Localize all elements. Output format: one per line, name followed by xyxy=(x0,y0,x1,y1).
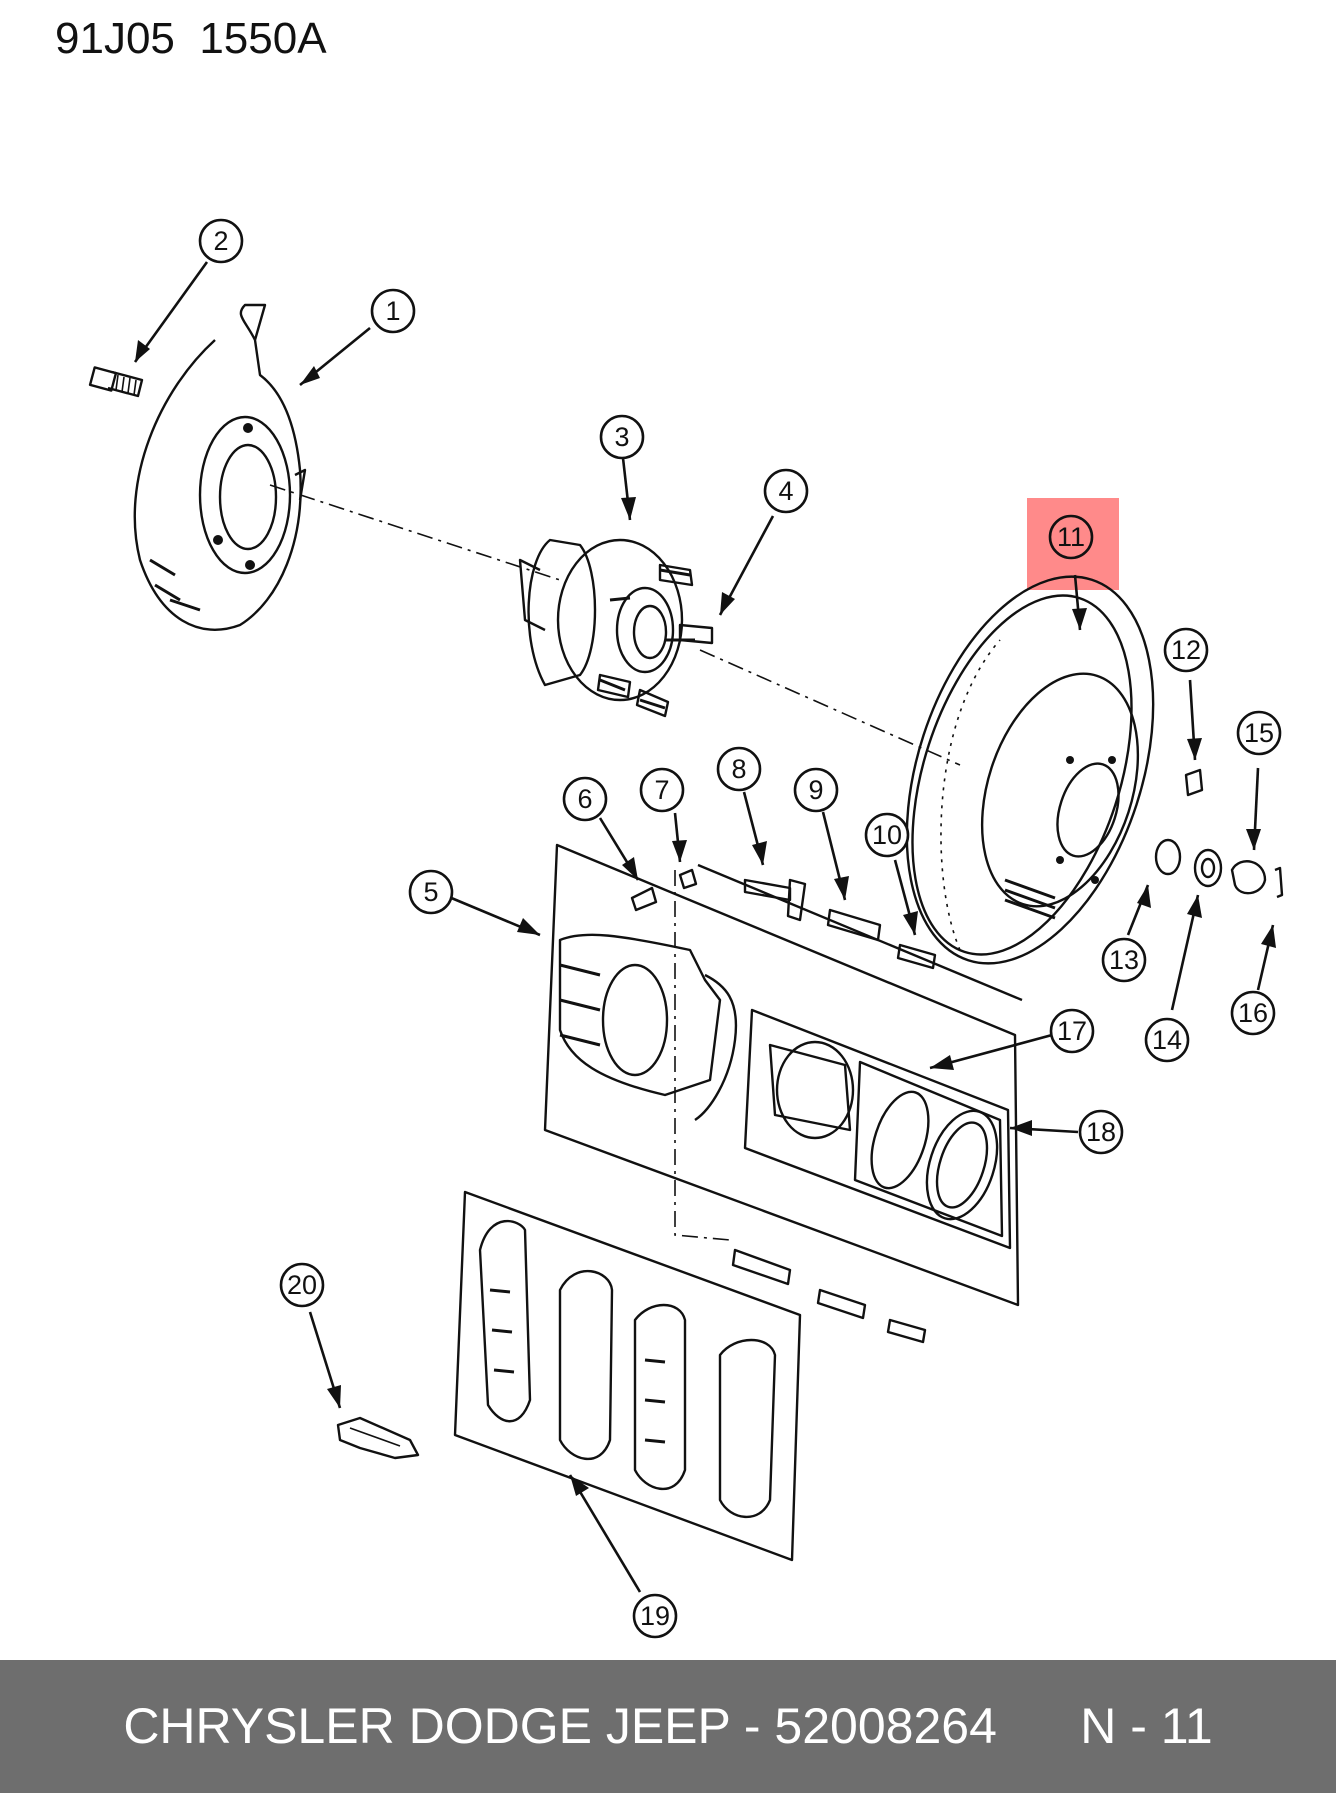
callout-number: 14 xyxy=(1152,1025,1182,1055)
callout-17: 17 xyxy=(1049,1008,1095,1054)
callout-number: 15 xyxy=(1244,718,1274,748)
callout-10: 10 xyxy=(864,812,910,858)
bolt-part xyxy=(88,366,144,398)
brake-pads-group xyxy=(453,1190,802,1562)
callout-number: 16 xyxy=(1238,998,1268,1028)
callout-number: 1 xyxy=(385,296,400,326)
callout-16: 16 xyxy=(1230,990,1276,1036)
callout-number: 3 xyxy=(614,422,629,452)
callout-number: 18 xyxy=(1086,1117,1116,1147)
callout-9: 9 xyxy=(793,767,839,813)
callout-number: 20 xyxy=(287,1270,317,1300)
callout-15: 15 xyxy=(1236,710,1282,756)
callout-20: 20 xyxy=(279,1262,325,1308)
callout-highlight xyxy=(1027,498,1119,590)
callout-number: 17 xyxy=(1057,1016,1087,1046)
callout-12: 12 xyxy=(1163,627,1209,673)
callout-number: 9 xyxy=(808,775,823,805)
callout-2: 2 xyxy=(198,218,244,264)
splash-shield-part xyxy=(133,303,307,631)
footer-part-number-text: CHRYSLER DODGE JEEP - 52008264 N - 11 xyxy=(123,1698,1213,1754)
hub-bearing-part xyxy=(518,538,714,718)
footer-bar: CHRYSLER DODGE JEEP - 52008264 N - 11 xyxy=(0,1660,1336,1793)
caliper-group xyxy=(543,843,1023,1307)
callout-7: 7 xyxy=(639,767,685,813)
arrowheads xyxy=(135,340,1276,1496)
callout-18: 18 xyxy=(1078,1109,1124,1155)
callout-14: 14 xyxy=(1144,1017,1190,1063)
callout-number: 6 xyxy=(577,784,592,814)
callouts: 1 2 3 4 5 6 7 8 9 10 11 12 13 14 15 16 1… xyxy=(198,218,1282,1639)
callout-6: 6 xyxy=(562,776,608,822)
callout-number: 4 xyxy=(778,476,793,506)
callout-number: 8 xyxy=(731,754,746,784)
callout-13: 13 xyxy=(1101,937,1147,983)
axis-line xyxy=(269,484,961,766)
callout-number: 13 xyxy=(1109,945,1139,975)
callout-number: 7 xyxy=(654,775,669,805)
exploded-parts-diagram: 1 2 3 4 5 6 7 8 9 10 11 12 13 14 15 16 1… xyxy=(88,218,1284,1639)
callout-1: 1 xyxy=(370,288,416,334)
callout-number: 19 xyxy=(640,1601,670,1631)
caliper-axis-line xyxy=(674,870,731,1241)
document-code: 91J05 1550A xyxy=(55,14,327,63)
callout-number: 12 xyxy=(1171,635,1201,665)
callout-number: 11 xyxy=(1057,522,1085,552)
callout-number: 2 xyxy=(213,226,228,256)
anti-rattle-clip-part xyxy=(336,1416,420,1460)
callout-number: 10 xyxy=(872,820,902,850)
callout-8: 8 xyxy=(716,746,762,792)
callout-11: 11 xyxy=(1048,514,1094,560)
callout-19: 19 xyxy=(632,1593,678,1639)
callout-number: 5 xyxy=(423,877,438,907)
caliper-pins xyxy=(630,868,937,1344)
hardware-parts xyxy=(1154,768,1284,899)
callout-4: 4 xyxy=(763,468,809,514)
leader-lines xyxy=(133,261,1275,1593)
callout-3: 3 xyxy=(599,414,645,460)
callout-5: 5 xyxy=(408,869,454,915)
brake-rotor-part xyxy=(905,575,1155,965)
